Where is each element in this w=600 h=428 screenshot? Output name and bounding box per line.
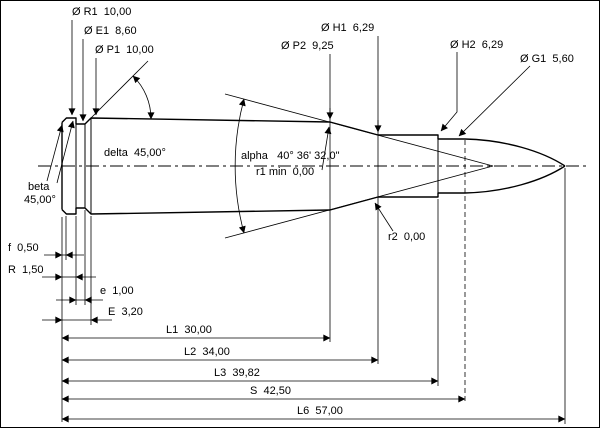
label-l2-dim: L2 34,00 bbox=[184, 346, 230, 358]
shoulder-cone-line-upper bbox=[224, 93, 494, 167]
label-e1-diameter: Ø E1 8,60 bbox=[84, 25, 137, 37]
label-r1-diameter: Ø R1 10,00 bbox=[72, 6, 131, 18]
label-alpha-angle: alpha 40° 36' 32,0" bbox=[241, 150, 340, 162]
label-l6-dim: L6 57,00 bbox=[297, 405, 343, 417]
label-p2-diameter: Ø P2 9,25 bbox=[281, 40, 334, 52]
beta-leader-line-1 bbox=[46, 124, 64, 182]
label-l3-dim: L3 39,82 bbox=[214, 367, 260, 379]
alpha-angle-arc bbox=[234, 98, 246, 234]
label-h1-diameter: Ø H1 6,29 bbox=[321, 22, 374, 34]
label-r-dim: R 1,50 bbox=[8, 264, 43, 276]
g1-leader-line bbox=[458, 65, 531, 137]
label-h2-diameter: Ø H2 6,29 bbox=[450, 39, 503, 51]
label-l1-dim: L1 30,00 bbox=[166, 324, 212, 336]
label-g1-diameter: Ø G1 5,60 bbox=[520, 53, 574, 65]
label-s-dim: S 42,50 bbox=[250, 385, 291, 397]
label-beta-angle-name: beta bbox=[28, 181, 50, 193]
r1min-leader-line bbox=[321, 126, 332, 171]
shoulder-cone-line-lower bbox=[224, 165, 494, 239]
case-profile-top bbox=[61, 117, 566, 167]
label-p1-diameter: Ø P1 10,00 bbox=[95, 44, 154, 56]
label-e-cap-dim: E 3,20 bbox=[108, 306, 143, 318]
label-r2-radius: r2 0,00 bbox=[388, 231, 425, 243]
label-delta-angle: delta 45,00° bbox=[104, 147, 166, 159]
delta-angle-arc bbox=[132, 75, 155, 120]
r2-leader-line bbox=[374, 202, 394, 232]
label-e-dim: e 1,00 bbox=[100, 285, 134, 297]
label-beta-angle-value: 45,00° bbox=[24, 194, 56, 206]
label-r1-min-radius: r1 min 0,00 bbox=[256, 166, 314, 178]
case-profile-bottom bbox=[61, 165, 566, 215]
label-f-dim: f 0,50 bbox=[8, 242, 39, 254]
h2-leader-line bbox=[440, 52, 458, 132]
beta-leader-line-2 bbox=[56, 120, 75, 184]
